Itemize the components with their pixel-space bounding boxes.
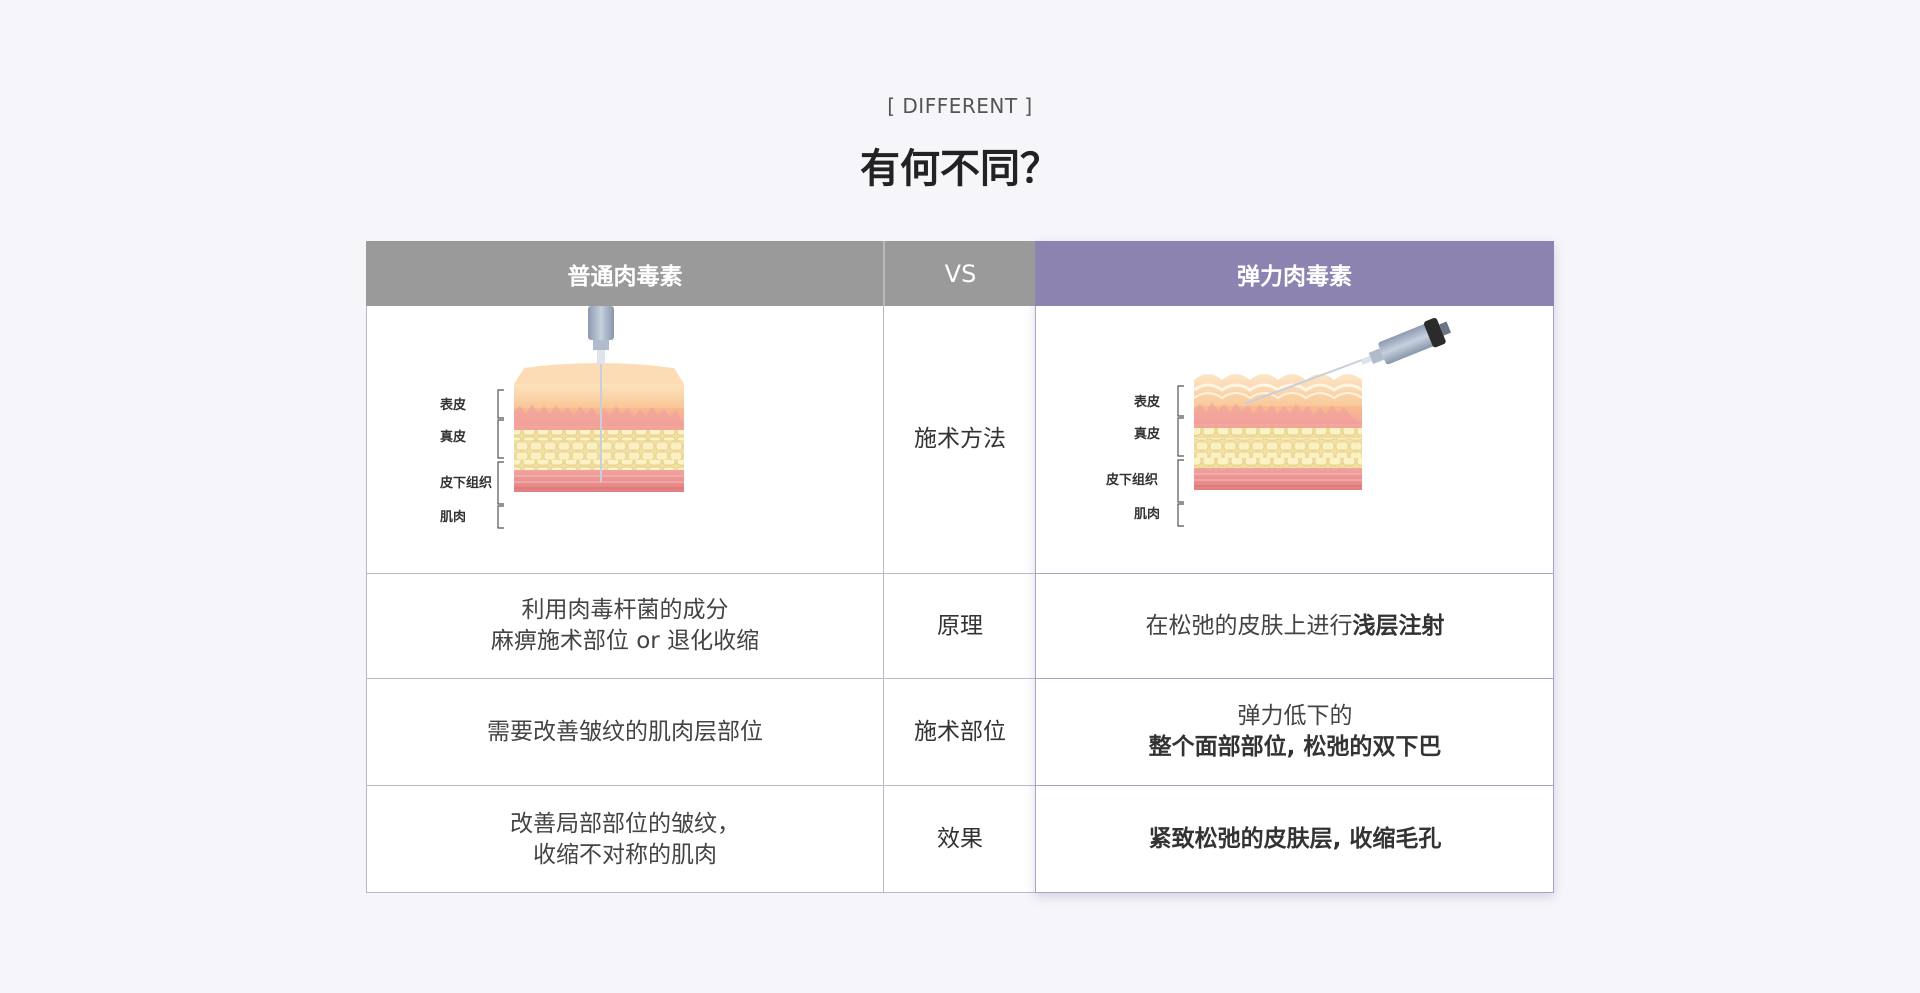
normal-effect-cell: 改善局部部位的皱纹， 收缩不对称的肌肉 — [366, 786, 884, 893]
column-divider — [883, 241, 884, 893]
row-label-text: 原理 — [937, 612, 983, 639]
row-divider — [366, 678, 1036, 679]
row-label-text: 效果 — [937, 826, 983, 852]
row-label-effect: 效果 — [884, 786, 1036, 893]
elastic-area-line: 弹力低下的 — [1237, 703, 1353, 729]
elastic-principle-cell: 在松弛的皮肤上进行浅层注射 — [1036, 574, 1554, 678]
header-vs: VS — [884, 241, 1036, 306]
row-label-principle: 原理 — [884, 574, 1036, 678]
elastic-area-cell: 弹力低下的 整个面部部位, 松弛的双下巴 — [1036, 679, 1554, 785]
row-divider — [366, 573, 1036, 574]
page-title: 有何不同？ — [860, 146, 1060, 192]
row-divider — [1035, 573, 1554, 574]
elastic-principle-highlight: 浅层注射 — [1352, 612, 1445, 639]
normal-effect-line: 收缩不对称的肌肉 — [533, 841, 717, 868]
normal-principle-line: 利用肉毒杆菌的成分 — [521, 597, 729, 623]
row-divider — [366, 785, 1036, 786]
elastic-effect-cell: 紧致松弛的皮肤层, 收缩毛孔 — [1036, 786, 1554, 893]
normal-principle-line: 麻痹施术部位 or 退化收缩 — [490, 628, 760, 654]
normal-principle-cell: 利用肉毒杆菌的成分 麻痹施术部位 or 退化收缩 — [366, 574, 884, 678]
row-label-method: 施术方法 — [884, 306, 1036, 573]
header-elastic-botox: 弹力肉毒素 — [1035, 241, 1554, 306]
normal-effect-line: 改善局部部位的皱纹， — [510, 810, 740, 837]
skin-label-subcutaneous: 皮下组织 — [439, 475, 492, 491]
skin-label-dermis: 真皮 — [1134, 426, 1160, 442]
normal-area-line: 需要改善皱纹的肌肉层部位 — [487, 718, 763, 745]
row-label-area: 施术部位 — [884, 679, 1036, 785]
comparison-table: 普通肉毒素 VS 弹力肉毒素 — [366, 241, 1554, 893]
skin-label-epidermis: 表皮 — [1133, 394, 1160, 410]
row-label-text: 施术方法 — [914, 426, 1006, 452]
skin-label-dermis: 真皮 — [440, 429, 466, 445]
section-tag: [ DIFFERENT ] — [887, 94, 1033, 118]
skin-label-epidermis: 表皮 — [439, 397, 466, 413]
elastic-principle-text: 在松弛的皮肤上进行 — [1145, 612, 1353, 639]
normal-area-cell: 需要改善皱纹的肌肉层部位 — [366, 679, 884, 785]
row-label-text: 施术部位 — [914, 718, 1006, 745]
elastic-injection-illustration: 表皮 真皮 皮下组织 肌肉 — [1104, 306, 1504, 575]
elastic-effect-highlight: 紧致松弛的皮肤层, 收缩毛孔 — [1148, 826, 1442, 852]
header-normal-botox: 普通肉毒素 — [366, 241, 884, 306]
row-divider — [1035, 678, 1554, 679]
elastic-area-highlight: 整个面部部位, 松弛的双下巴 — [1148, 734, 1442, 760]
skin-label-subcutaneous: 皮下组织 — [1105, 472, 1158, 488]
skin-label-muscle: 肌肉 — [440, 509, 466, 525]
table-right-panel — [1035, 241, 1554, 893]
row-divider — [1035, 785, 1554, 786]
normal-injection-illustration: 表皮 真皮 皮下组织 肌肉 — [438, 306, 758, 575]
skin-label-muscle: 肌肉 — [1134, 506, 1160, 522]
table-left-panel — [366, 241, 1036, 893]
